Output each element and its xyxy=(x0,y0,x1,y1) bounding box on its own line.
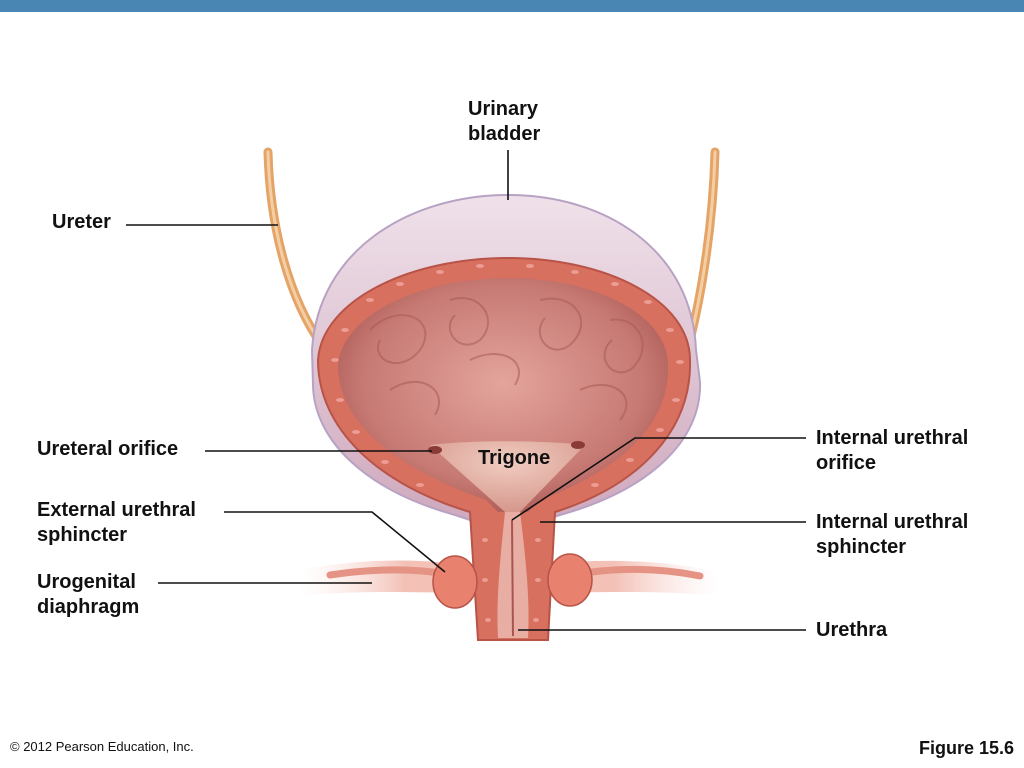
label-urinary-bladder: Urinary bladder xyxy=(468,98,541,145)
label-external-urethral-sphincter: External urethral sphincter xyxy=(37,499,196,546)
label-urethra: Urethra xyxy=(816,619,888,641)
external-urethral-sphincter-shape xyxy=(432,555,478,609)
label-trigone: Trigone xyxy=(478,447,551,469)
bladder-lumen xyxy=(338,278,669,512)
right-ureteral-orifice xyxy=(571,441,585,449)
copyright-notice: © 2012 Pearson Education, Inc. xyxy=(10,739,194,754)
left-ureter xyxy=(263,147,327,350)
label-urogenital-diaphragm: Urogenital diaphragm xyxy=(37,571,140,618)
right-ureter xyxy=(685,147,720,345)
label-internal-urethral-sphincter: Internal urethral sphincter xyxy=(816,511,969,558)
label-internal-urethral-orifice: Internal urethral orifice xyxy=(816,427,969,474)
trigone-region xyxy=(430,441,585,512)
figure-number: Figure 15.6 xyxy=(918,738,1014,758)
leader-internal-urethral-orifice xyxy=(511,437,806,521)
left-ureteral-orifice xyxy=(428,446,442,454)
label-ureter: Ureter xyxy=(52,211,111,233)
label-ureteral-orifice: Ureteral orifice xyxy=(37,438,179,460)
left-ureter-highlight xyxy=(266,150,324,347)
top-accent-bar xyxy=(0,0,1024,12)
leader-external-urethral-sphincter xyxy=(224,511,446,573)
